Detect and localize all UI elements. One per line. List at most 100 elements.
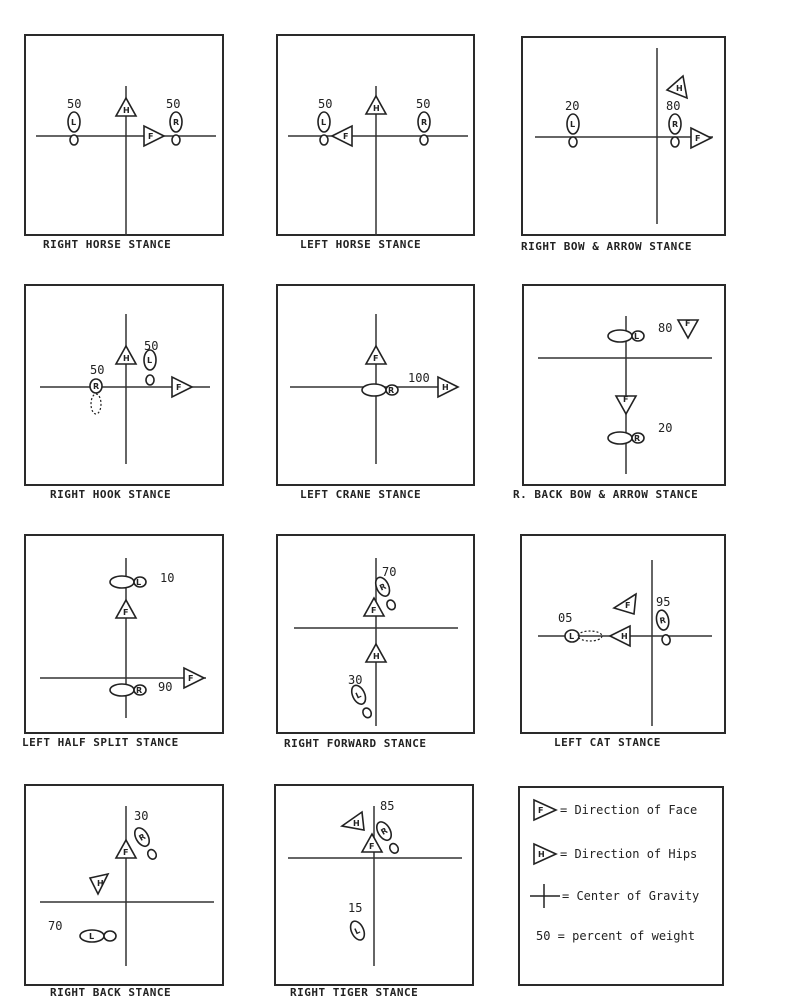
face-letter: F <box>123 848 128 857</box>
weight-right: 30 <box>134 809 148 823</box>
hips-letter: H <box>123 354 130 363</box>
legend-diagram: F = Direction of Face H = Direction of H… <box>530 798 699 943</box>
foot-right: R <box>361 383 399 397</box>
caption-left-crane-stance: LEFT CRANE STANCE <box>300 488 422 501</box>
legend-face-icon: F <box>533 798 558 822</box>
face-triangle: F <box>676 319 700 340</box>
foot-right-letter: R <box>137 832 147 843</box>
hips-letter: F <box>123 608 128 617</box>
weight-left: 30 <box>348 673 362 687</box>
foot-right-letter: R <box>659 616 667 626</box>
foot-right: R <box>668 113 682 148</box>
panel-right-forward-stance: R 70 F H L 30 <box>276 534 475 734</box>
panel-left-crane-stance: R 100 F H <box>276 284 475 486</box>
foot-right: R <box>607 431 645 445</box>
foot-left-letter: L <box>136 578 141 587</box>
panel-right-tiger-stance: R 85 H F L 15 <box>274 784 474 986</box>
legend-hips-text: = Direction of Hips <box>560 847 697 861</box>
hips-triangle: H <box>88 872 110 896</box>
face-letter: F <box>188 674 193 683</box>
face-letter: F <box>371 606 376 615</box>
caption-right-forward-stance: RIGHT FORWARD STANCE <box>284 737 427 750</box>
foot-left: L <box>349 920 366 941</box>
hips-triangle: F <box>364 344 388 365</box>
foot-left: L <box>143 349 157 386</box>
hips-triangle: H <box>114 344 138 365</box>
hips-triangle: H <box>665 74 689 100</box>
foot-left-letter: L <box>71 118 76 127</box>
diagram-left-crane-stance: R 100 F H <box>290 314 460 464</box>
face-triangle: F <box>360 832 384 853</box>
foot-left: L <box>317 111 331 146</box>
hips-letter: H <box>676 84 683 93</box>
foot-right-letter: R <box>421 118 427 127</box>
weight-left: 50 <box>67 97 81 111</box>
weight-left: 50 <box>318 97 332 111</box>
legend-hips-icon: H <box>533 842 558 866</box>
legend-weight-text: 50 = percent of weight <box>536 929 695 943</box>
weight-left: 05 <box>558 611 572 625</box>
face-triangle: F <box>114 838 138 859</box>
diagram-right-bow-arrow-stance: L 20 R 80 H F <box>535 48 713 224</box>
face-letter: F <box>625 601 630 610</box>
foot-right: R <box>169 111 183 146</box>
hips-letter: H <box>123 106 130 115</box>
weight-left: 80 <box>658 321 672 335</box>
legend-face-letter: F <box>538 806 543 815</box>
face-letter: F <box>369 842 374 851</box>
foot-left-letter: L <box>570 120 575 129</box>
panel-right-back-stance: R 30 F H L 70 <box>24 784 224 986</box>
face-triangle: F <box>143 124 166 148</box>
weight-right: 80 <box>666 99 680 113</box>
caption-left-cat-stance: LEFT CAT STANCE <box>554 736 661 749</box>
caption-right-back-stance: RIGHT BACK STANCE <box>50 986 172 999</box>
foot-left-letter: L <box>89 932 94 941</box>
hips-triangle: H <box>364 642 388 663</box>
foot-left: L <box>67 111 81 146</box>
foot-right: R <box>375 821 400 854</box>
diagram-right-tiger-stance: R 85 H F L 15 <box>288 799 462 966</box>
foot-left-letter: L <box>634 332 639 341</box>
hips-letter: F <box>373 354 378 363</box>
weight-right: 100 <box>408 371 430 385</box>
legend-face-text: = Direction of Face <box>560 803 697 817</box>
hips-letter: F <box>623 395 628 404</box>
foot-right: R <box>655 609 671 646</box>
diagram-r-back-bow-arrow-stance: L 80 F F R 20 <box>538 316 712 474</box>
hips-triangle: F <box>614 395 638 416</box>
foot-left-letter: L <box>569 632 574 641</box>
hips-triangle: F <box>114 598 138 619</box>
panel-left-cat-stance: L 05 H F R 95 <box>520 534 726 734</box>
face-letter: F <box>148 132 153 141</box>
diagram-right-hook-stance: R 50 L 50 H F <box>40 314 210 464</box>
foot-right-dashed: R <box>89 378 103 415</box>
foot-right-letter: R <box>136 686 142 695</box>
foot-left: L <box>350 684 373 719</box>
weight-right: 20 <box>658 421 672 435</box>
diagram-left-half-split-stance: L 10 F R 90 F <box>40 558 206 718</box>
caption-right-horse-stance: RIGHT HORSE STANCE <box>43 238 172 251</box>
face-letter: F <box>176 383 181 392</box>
diagram-right-forward-stance: R 70 F H L 30 <box>294 558 458 726</box>
face-letter: F <box>343 132 348 141</box>
foot-right: R <box>374 576 397 611</box>
face-triangle: F <box>612 592 637 616</box>
face-letter: H <box>442 383 449 392</box>
weight-right: 70 <box>382 565 396 579</box>
foot-left: L <box>109 575 147 589</box>
weight-right: 95 <box>656 595 670 609</box>
hips-letter: H <box>373 652 380 661</box>
hips-letter: H <box>621 632 628 641</box>
face-triangle: F <box>362 596 386 617</box>
panel-left-horse-stance: L 50 R 50 H F <box>276 34 475 236</box>
weight-left: 50 <box>144 339 158 353</box>
caption-right-bow-arrow-stance: RIGHT BOW & ARROW STANCE <box>521 240 692 253</box>
hips-triangle: H <box>608 624 631 648</box>
foot-right-letter: R <box>378 582 387 593</box>
weight-left: 70 <box>48 919 62 933</box>
diagram-right-back-stance: R 30 F H L 70 <box>40 806 214 966</box>
foot-left-letter: L <box>147 356 152 365</box>
legend-box: F = Direction of Face H = Direction of H… <box>518 786 724 986</box>
foot-left-letter: L <box>354 690 362 700</box>
weight-right: 90 <box>158 680 172 694</box>
